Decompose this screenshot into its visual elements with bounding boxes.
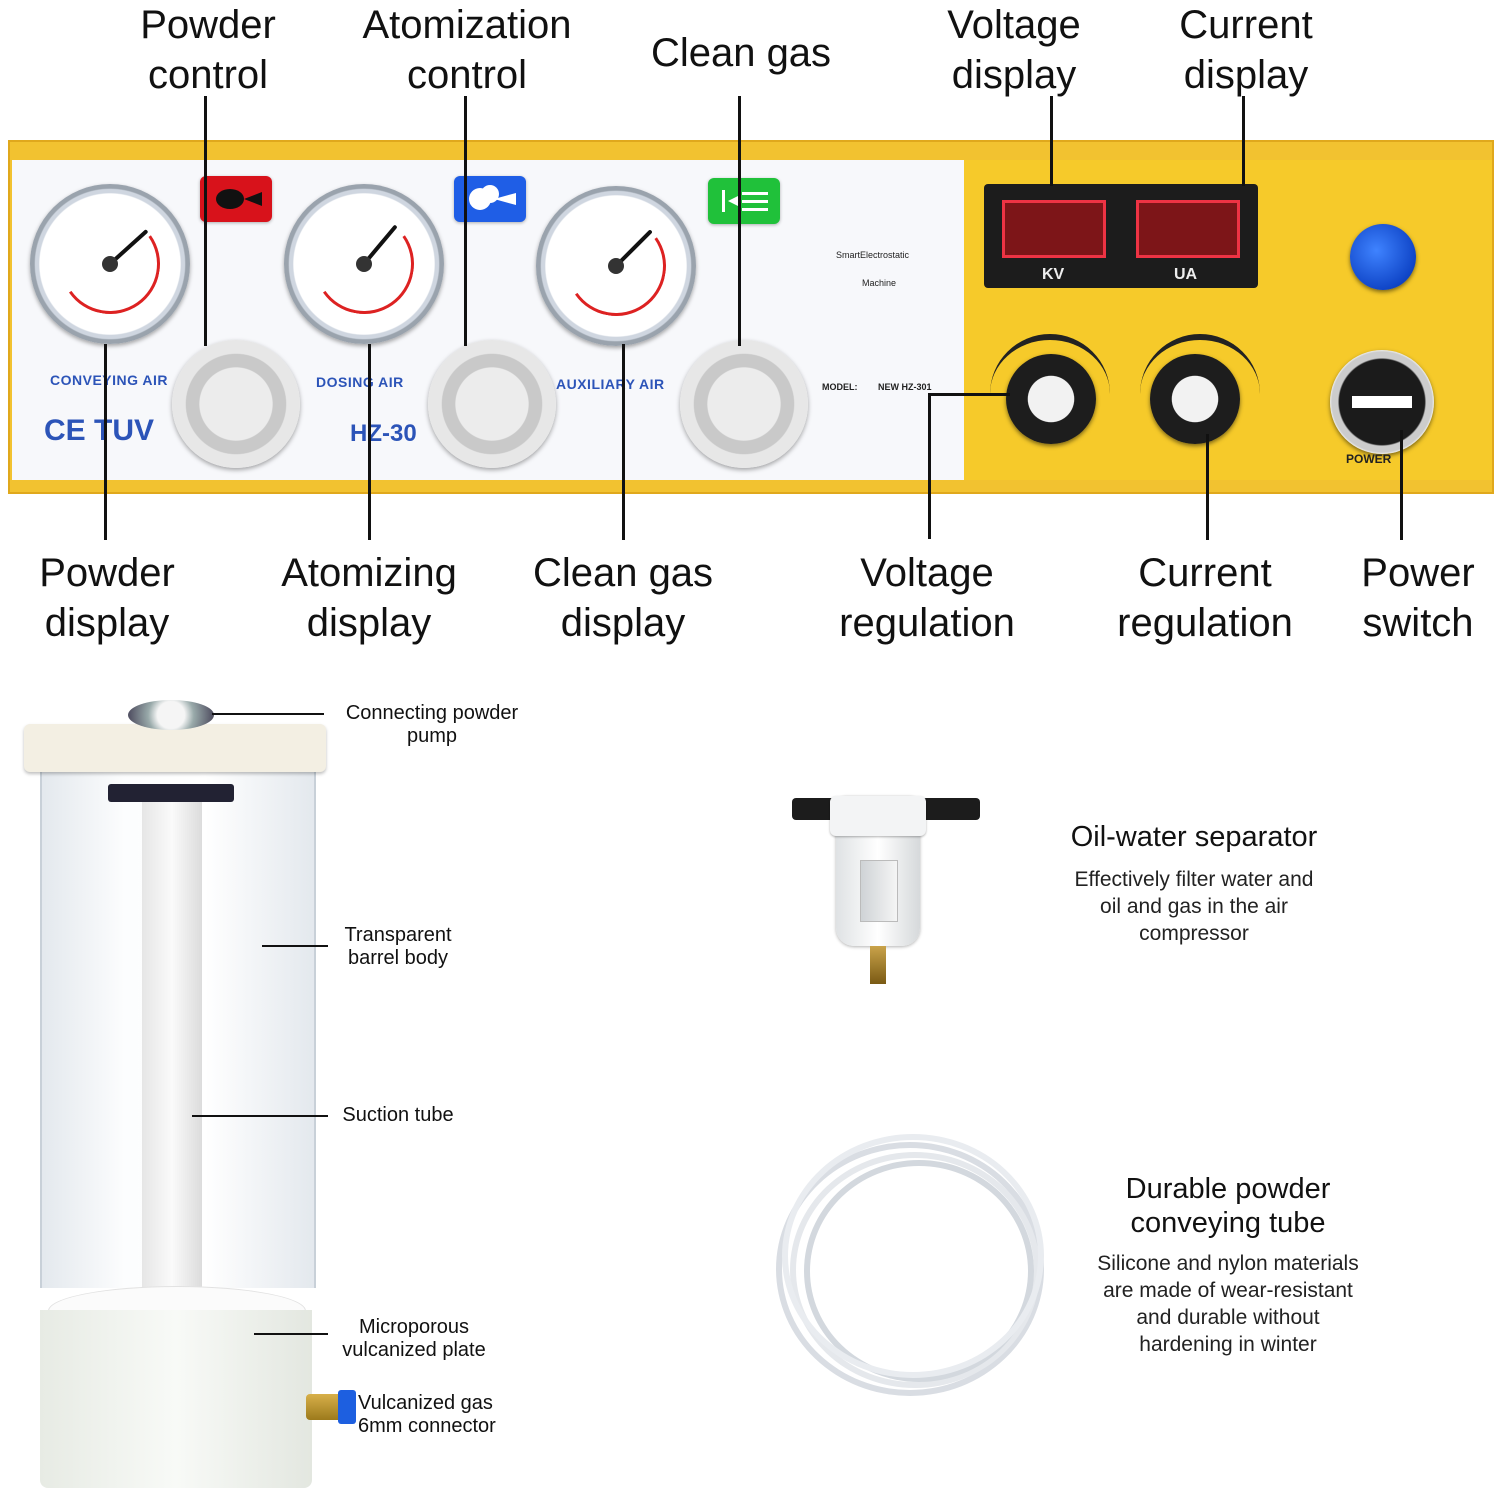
clean-gas-control-knob[interactable]: [680, 340, 808, 468]
suction-tube: [142, 800, 202, 1320]
clean-gas-pressure-gauge: [536, 186, 696, 346]
pump-connector-cap: [128, 700, 214, 730]
gas-connector-collar: [338, 1390, 356, 1424]
separator-title: Oil-water separator: [1070, 821, 1318, 853]
voltage-regulation-dial[interactable]: [1006, 354, 1096, 444]
leader-suction-tube: [192, 1115, 328, 1117]
current-readout: [1136, 200, 1240, 258]
leader-voltage-display: [1050, 96, 1053, 186]
clean-gas-icon: [708, 178, 780, 224]
leader-current-display: [1242, 96, 1245, 186]
kv-label: KV: [1042, 266, 1065, 283]
barrel-lid: [24, 724, 326, 772]
label-clean-gas: Clean gas: [650, 31, 832, 75]
model-value: NEW HZ-301: [878, 382, 932, 392]
conveying-tube-coil: [770, 1130, 1060, 1400]
brand-line-2: Machine: [862, 278, 897, 288]
powder-control-knob[interactable]: [172, 340, 300, 468]
power-switch[interactable]: [1330, 350, 1434, 454]
ua-label: UA: [1174, 266, 1198, 283]
separator-drain: [870, 946, 886, 984]
dosing-air-label: DOSING AIR: [316, 374, 404, 390]
leader-microporous-plate: [254, 1333, 328, 1335]
model-label: MODEL:: [822, 382, 858, 392]
leader-atomizing-display: [368, 344, 371, 540]
powder-pressure-gauge: [30, 184, 190, 344]
atomization-control-knob[interactable]: [428, 340, 556, 468]
barrel-base: [40, 1310, 312, 1488]
current-regulation-dial[interactable]: [1150, 354, 1240, 444]
leader-current-regulation: [1206, 434, 1209, 540]
leader-atomization-control: [464, 96, 467, 346]
leader-voltage-regulation-h: [930, 393, 1010, 396]
meter-display-frame: KV UA: [984, 184, 1258, 288]
leader-clean-gas-display: [622, 344, 625, 540]
current-dial-scale: [1140, 334, 1260, 400]
lid-seal-ring: [108, 784, 234, 802]
separator-sight-window: [860, 860, 898, 922]
certification-marks: CE TUV: [44, 414, 155, 447]
voltage-readout: [1002, 200, 1106, 258]
brand-line-1: SmartElectrostatic: [836, 250, 910, 260]
leader-powder-display: [104, 344, 107, 540]
label-suction-tube: Suction tube: [342, 1104, 454, 1126]
auxiliary-air-label: AUXILIARY AIR: [556, 376, 665, 392]
leader-powder-control: [204, 96, 207, 346]
leader-power-switch: [1400, 430, 1403, 540]
separator-outlet-fitting: [922, 798, 980, 820]
separator-head: [830, 796, 926, 836]
model-short-label: HZ-30: [350, 420, 417, 447]
power-label: POWER: [1346, 452, 1392, 466]
leader-connecting-pump: [212, 713, 324, 715]
power-indicator-button[interactable]: [1350, 224, 1416, 290]
conveying-air-label: CONVEYING AIR: [50, 372, 168, 388]
powder-icon: [200, 176, 272, 222]
leader-clean-gas: [738, 96, 741, 346]
leader-transparent-body: [262, 945, 328, 947]
leader-voltage-regulation: [928, 393, 931, 539]
voltage-dial-scale: [990, 334, 1110, 400]
atomizing-pressure-gauge: [284, 184, 444, 344]
